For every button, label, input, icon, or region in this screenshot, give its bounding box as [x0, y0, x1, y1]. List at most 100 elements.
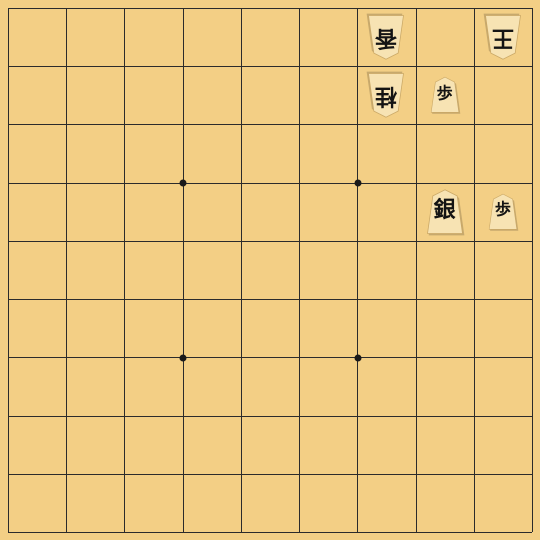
board-file-line: [299, 8, 300, 532]
knight-piece-gote[interactable]: 桂: [367, 71, 405, 118]
board-square[interactable]: [299, 8, 357, 66]
board-square[interactable]: [183, 299, 241, 357]
board-square[interactable]: [124, 66, 182, 124]
board-square[interactable]: [8, 416, 66, 474]
board-square[interactable]: [241, 474, 299, 532]
star-point: [179, 354, 187, 362]
board-square[interactable]: [357, 124, 415, 182]
board-square[interactable]: [124, 183, 182, 241]
pawn-piece-sente[interactable]: 歩: [488, 193, 519, 231]
board-square[interactable]: [241, 8, 299, 66]
board-square[interactable]: [66, 124, 124, 182]
board-square[interactable]: [357, 416, 415, 474]
piece-shape: [367, 71, 405, 118]
board-square[interactable]: [66, 241, 124, 299]
board-square[interactable]: [8, 66, 66, 124]
piece-kanji: 歩: [436, 83, 453, 103]
board-square[interactable]: [66, 416, 124, 474]
board-square[interactable]: [183, 416, 241, 474]
board-square[interactable]: [299, 124, 357, 182]
board-square[interactable]: [124, 357, 182, 415]
board-square[interactable]: [66, 474, 124, 532]
board-square[interactable]: [357, 357, 415, 415]
board-square[interactable]: [357, 241, 415, 299]
board-square[interactable]: [357, 299, 415, 357]
board-square[interactable]: [8, 357, 66, 415]
piece-shape: [426, 189, 465, 236]
board-rank-line: [8, 66, 532, 67]
board-square[interactable]: [124, 8, 182, 66]
board-square[interactable]: [416, 474, 474, 532]
board-rank-line: [8, 183, 532, 184]
piece-kanji: 銀: [433, 197, 456, 224]
star-point: [354, 354, 362, 362]
board-square[interactable]: [241, 183, 299, 241]
board-square[interactable]: [241, 241, 299, 299]
board-square[interactable]: [241, 66, 299, 124]
board-square[interactable]: [474, 416, 532, 474]
board-square[interactable]: [66, 8, 124, 66]
board-square[interactable]: [124, 124, 182, 182]
board-square[interactable]: [8, 241, 66, 299]
board-square[interactable]: [183, 8, 241, 66]
board-square[interactable]: [241, 124, 299, 182]
board-square[interactable]: [183, 183, 241, 241]
board-rank-line: [8, 532, 532, 533]
board-square[interactable]: [416, 299, 474, 357]
board-file-line: [416, 8, 417, 532]
board-square[interactable]: [474, 66, 532, 124]
board-square[interactable]: [183, 124, 241, 182]
king-piece-gote[interactable]: 王: [483, 13, 522, 60]
board-square[interactable]: [183, 66, 241, 124]
board-square[interactable]: [66, 183, 124, 241]
board-square[interactable]: [474, 357, 532, 415]
board-square[interactable]: [66, 66, 124, 124]
board-square[interactable]: [299, 474, 357, 532]
board-square[interactable]: [299, 183, 357, 241]
board-square[interactable]: [299, 66, 357, 124]
board-square[interactable]: [8, 8, 66, 66]
board-rank-line: [8, 299, 532, 300]
board-square[interactable]: [416, 416, 474, 474]
board-square[interactable]: [416, 357, 474, 415]
board-square[interactable]: [183, 357, 241, 415]
board-square[interactable]: [299, 299, 357, 357]
silver-piece-sente[interactable]: 銀: [426, 189, 465, 236]
board-square[interactable]: [416, 124, 474, 182]
board-square[interactable]: [357, 183, 415, 241]
board-square[interactable]: [183, 241, 241, 299]
board-square[interactable]: [474, 124, 532, 182]
board-square[interactable]: [124, 416, 182, 474]
piece-kanji: 香: [375, 25, 398, 52]
board-square[interactable]: [241, 357, 299, 415]
board-square[interactable]: [124, 241, 182, 299]
board-square[interactable]: [299, 357, 357, 415]
board-square[interactable]: [8, 474, 66, 532]
piece-shape: [430, 77, 460, 115]
pawn-piece-sente[interactable]: 歩: [430, 77, 460, 115]
board-file-line: [474, 8, 475, 532]
board-square[interactable]: [8, 124, 66, 182]
board-square[interactable]: [124, 299, 182, 357]
board-square[interactable]: [66, 299, 124, 357]
board-square[interactable]: [183, 474, 241, 532]
board-file-line: [532, 8, 533, 532]
board-square[interactable]: [474, 474, 532, 532]
board-square[interactable]: [124, 474, 182, 532]
board-square[interactable]: [66, 357, 124, 415]
board-rank-line: [8, 474, 532, 475]
board-square[interactable]: [416, 241, 474, 299]
lance-piece-gote[interactable]: 香: [367, 13, 405, 60]
board-square[interactable]: [299, 241, 357, 299]
board-square[interactable]: [241, 416, 299, 474]
board-square[interactable]: [416, 8, 474, 66]
board-square[interactable]: [8, 183, 66, 241]
board-rank-line: [8, 8, 532, 9]
board-square[interactable]: [299, 416, 357, 474]
board-square[interactable]: [357, 474, 415, 532]
board-square[interactable]: [474, 299, 532, 357]
board-square[interactable]: [474, 241, 532, 299]
board-square[interactable]: [241, 299, 299, 357]
board-square[interactable]: [8, 299, 66, 357]
